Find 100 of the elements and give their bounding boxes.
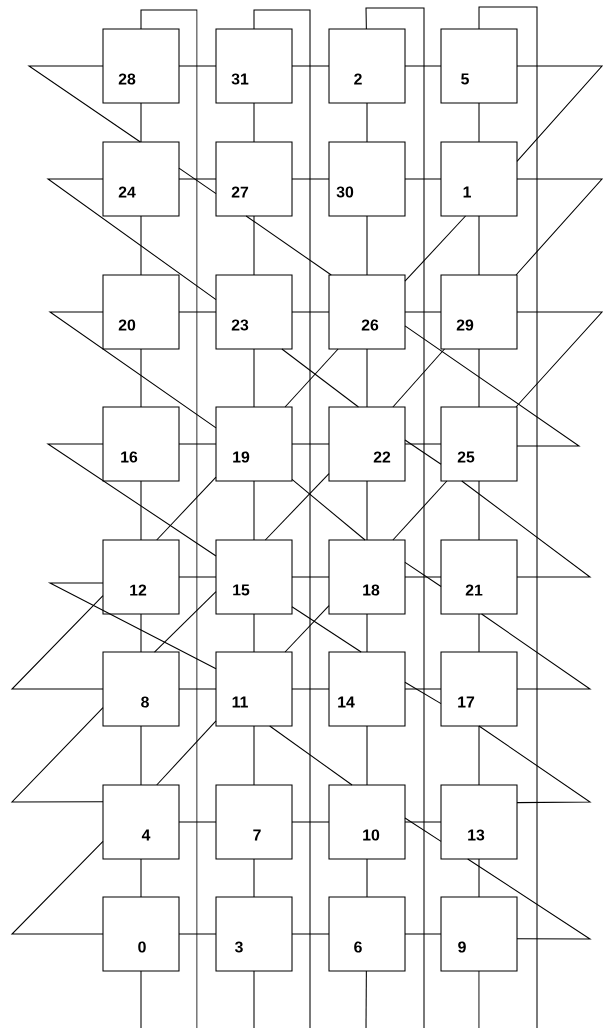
connection-line [478, 613, 480, 653]
connection-line [291, 178, 330, 180]
connection-line [365, 970, 367, 1028]
connection-line [366, 480, 368, 541]
connection-line [253, 613, 255, 653]
connection-line [404, 65, 442, 67]
connection-line [178, 443, 217, 445]
node-box: 8 [102, 651, 180, 727]
connection-line [366, 725, 368, 786]
connection-line [140, 480, 142, 541]
node-box: 18 [328, 539, 406, 615]
node-box: 3 [215, 896, 293, 972]
connection-line [281, 348, 359, 408]
connection-line [516, 65, 604, 162]
connection-line [284, 605, 330, 653]
connection-line [366, 348, 368, 408]
connection-line [478, 725, 480, 786]
connection-line [404, 325, 581, 447]
connection-line [478, 215, 480, 276]
node-box: 21 [440, 539, 518, 615]
connection-line [404, 821, 442, 823]
connection-line [140, 613, 142, 653]
node-box: 12 [102, 539, 180, 615]
node-box: 4 [102, 784, 180, 860]
node-box: 6 [328, 896, 406, 972]
connection-line [392, 480, 448, 541]
connection-line [467, 858, 592, 940]
connection-line [140, 9, 198, 1028]
node-box: 16 [102, 406, 180, 482]
connection-line [47, 582, 217, 670]
node-box: 27 [215, 141, 293, 217]
node-box: 25 [440, 406, 518, 482]
connection-line [140, 970, 142, 1028]
node-box: 19 [215, 406, 293, 482]
connection-line [178, 688, 217, 690]
connection-line [404, 933, 442, 935]
connection-line [404, 817, 442, 842]
connection-line [253, 348, 255, 408]
node-box: 20 [102, 274, 180, 350]
connection-line [404, 688, 442, 690]
connection-line [478, 348, 480, 408]
connection-line [291, 311, 330, 313]
connection-line [291, 688, 330, 690]
connection-line [253, 725, 255, 786]
connection-line [178, 576, 217, 578]
connection-line [366, 102, 368, 143]
connection-line [178, 821, 217, 823]
connection-line [478, 6, 538, 1028]
node-box: 7 [215, 784, 293, 860]
connection-line [478, 858, 480, 898]
connection-line [48, 311, 217, 429]
connection-line [10, 707, 104, 803]
connection-line [178, 933, 217, 935]
node-box: 24 [102, 141, 180, 217]
connection-line [140, 102, 142, 143]
connection-line [392, 348, 446, 408]
connection-line [253, 480, 255, 541]
connection-line [291, 478, 366, 541]
connection-line [178, 65, 217, 67]
connection-line [404, 443, 442, 445]
connection-line [156, 720, 217, 786]
connection-line [404, 439, 442, 465]
connection-line [461, 480, 592, 578]
node-box: 23 [215, 274, 293, 350]
connection-line [253, 970, 255, 1028]
connection-line [178, 167, 217, 195]
node-box: 14 [328, 651, 406, 727]
connection-line [253, 102, 255, 143]
connection-line [404, 178, 442, 180]
connection-line [245, 215, 332, 276]
node-box: 15 [215, 539, 293, 615]
connection-line [253, 858, 255, 898]
connection-line [253, 9, 311, 1028]
connection-line [291, 576, 330, 578]
connection-line [478, 480, 480, 541]
connection-line [404, 215, 467, 282]
node-box: 0 [102, 896, 180, 972]
node-box: 9 [440, 896, 518, 972]
node-box: 26 [328, 274, 406, 350]
connection-line [10, 595, 104, 690]
connection-line [366, 215, 368, 276]
connection-line [269, 725, 353, 786]
connection-line [27, 65, 141, 143]
connection-line [253, 215, 255, 276]
node-box: 13 [440, 784, 518, 860]
connection-line [478, 102, 480, 143]
connection-line [156, 476, 217, 541]
connection-line [404, 561, 442, 587]
connection-line [140, 215, 142, 276]
connection-line [291, 821, 330, 823]
connection-line [46, 178, 217, 301]
node-box: 22 [328, 406, 406, 482]
connection-line [153, 591, 217, 653]
connection-line [366, 858, 368, 898]
connection-line [291, 606, 362, 653]
connection-line [404, 681, 442, 705]
connection-line [140, 725, 142, 786]
connection-line [291, 443, 330, 445]
node-box: 28 [102, 28, 180, 104]
connection-line [515, 178, 604, 276]
